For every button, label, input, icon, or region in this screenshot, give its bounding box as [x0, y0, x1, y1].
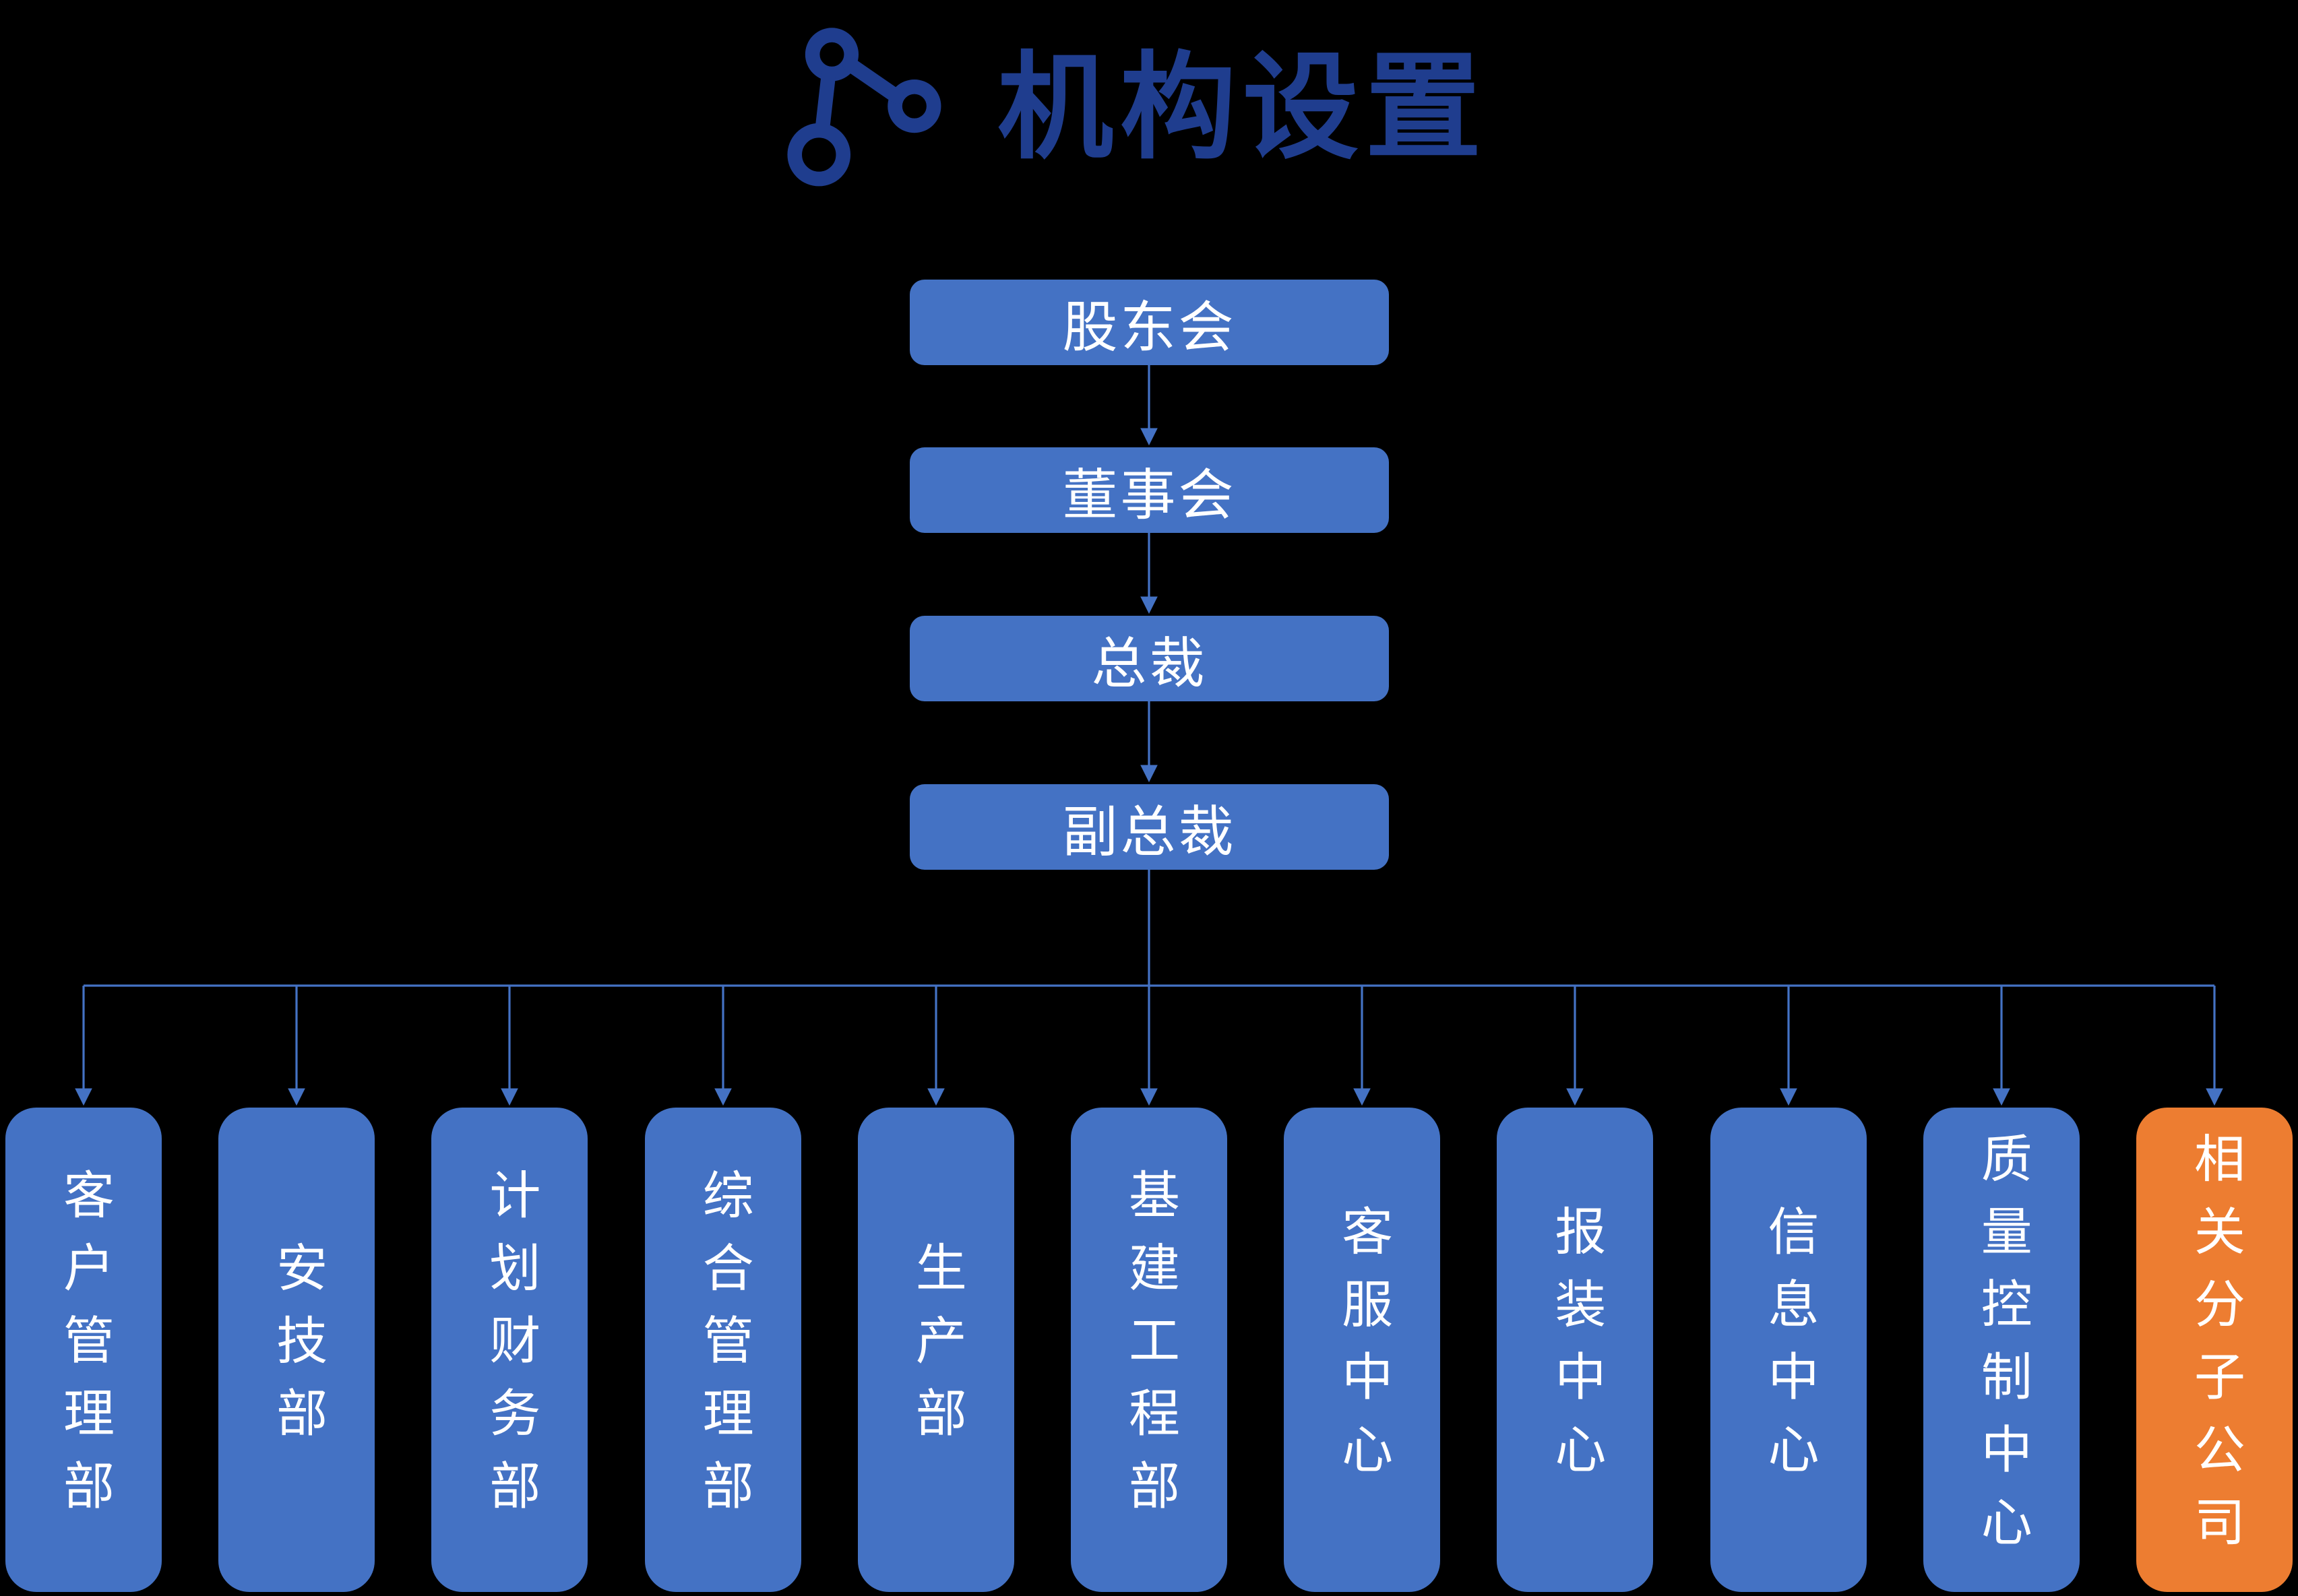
- node-label: 计划财务部: [481, 1168, 539, 1532]
- node-label: 质量控制中心: [1973, 1131, 2030, 1568]
- node-label: 安技部: [268, 1240, 326, 1459]
- node-board-of-directors: 董事会: [910, 447, 1389, 533]
- node-planning-finance-dept: 计划财务部: [431, 1108, 588, 1592]
- node-vice-president: 副总裁: [910, 784, 1389, 870]
- departments-row: 客户管理部 安技部 计划财务部 综合管理部 生产部 基建工程部 客服中心 报装中…: [5, 1108, 2293, 1592]
- page-title: 机构设置: [997, 43, 1489, 172]
- node-label: 董事会: [1062, 465, 1237, 526]
- node-customer-management-dept: 客户管理部: [5, 1108, 162, 1592]
- share-nodes-icon: [782, 27, 943, 189]
- node-general-management-dept: 综合管理部: [644, 1108, 801, 1592]
- node-label: 总裁: [1091, 633, 1208, 695]
- page-header: 机构设置: [782, 27, 1488, 189]
- node-label: 相关分子公司: [2185, 1131, 2243, 1568]
- node-related-subsidiary-companies: 相关分子公司: [2136, 1108, 2293, 1592]
- node-label: 报装中心: [1547, 1204, 1605, 1496]
- node-installation-center: 报装中心: [1497, 1108, 1654, 1592]
- node-label: 客服中心: [1334, 1204, 1392, 1496]
- node-president: 总裁: [910, 616, 1389, 701]
- node-label: 基建工程部: [1120, 1168, 1178, 1532]
- node-production-dept: 生产部: [857, 1108, 1014, 1592]
- node-shareholders-meeting: 股东会: [910, 280, 1389, 365]
- node-information-center: 信息中心: [1710, 1108, 1867, 1592]
- node-safety-technology-dept: 安技部: [218, 1108, 375, 1592]
- node-quality-control-center: 质量控制中心: [1923, 1108, 2080, 1592]
- node-label: 副总裁: [1062, 802, 1237, 863]
- node-label: 生产部: [907, 1240, 965, 1459]
- node-infrastructure-engineering-dept: 基建工程部: [1070, 1108, 1227, 1592]
- node-label: 股东会: [1062, 297, 1237, 358]
- node-label: 综合管理部: [694, 1168, 752, 1532]
- node-label: 信息中心: [1760, 1204, 1818, 1496]
- node-label: 客户管理部: [55, 1168, 113, 1532]
- node-customer-service-center: 客服中心: [1284, 1108, 1441, 1592]
